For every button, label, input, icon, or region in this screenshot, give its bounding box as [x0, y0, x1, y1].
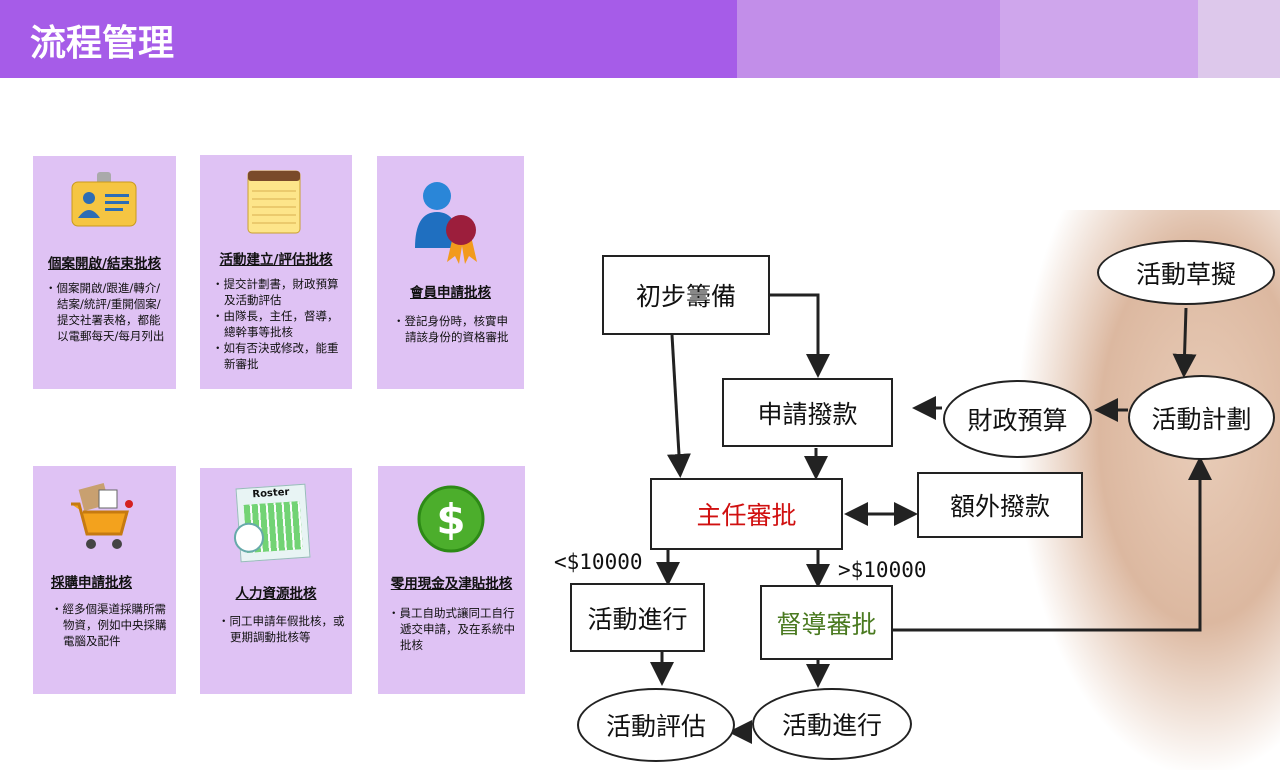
- card-item: 如有否決或修改，能重新審批: [212, 340, 348, 372]
- card-item: 登記身份時，核實申請該身份的資格審批: [393, 313, 518, 345]
- shopping-cart-icon: [71, 483, 133, 549]
- node-initial-prep[interactable]: 初步籌備: [602, 255, 770, 335]
- notepad-icon: [247, 170, 301, 234]
- card-item: 經多個渠道採購所需物資，例如中央採購電腦及配件: [51, 601, 172, 649]
- arrow-prep-apply: [770, 293, 830, 378]
- node-activity-eval[interactable]: 活動評估: [577, 688, 735, 762]
- svg-text:$: $: [436, 495, 465, 544]
- flow-arrows: [650, 293, 1212, 744]
- node-activity-run-2[interactable]: 活動進行: [752, 688, 912, 760]
- card-title: 會員申請批核: [410, 285, 491, 301]
- label-under-10000: <$10000: [554, 550, 643, 574]
- node-budget[interactable]: 財政預算: [943, 380, 1092, 458]
- card-petty-cash-approval[interactable]: $ 零用現金及津貼批核 員工自助式讓同工自行遞交申請，及在系統中批核: [378, 466, 525, 694]
- header-bar: 流程管理: [0, 0, 1280, 78]
- card-item: 提交計劃書，財政預算及活動評估: [212, 276, 348, 308]
- node-director-approval[interactable]: 主任審批: [650, 478, 843, 550]
- card-title: 零用現金及津貼批核: [390, 576, 513, 592]
- card-activity-approval[interactable]: 活動建立/評估批核 提交計劃書，財政預算及活動評估 由隊長，主任，督導，總幹事等…: [200, 155, 352, 389]
- id-card-icon: [71, 172, 137, 227]
- approval-flowchart: 初步籌備 申請撥款 主任審批 額外撥款 活動進行 督導審批 活動草擬 財政預算 …: [540, 90, 1280, 770]
- card-purchase-approval[interactable]: 採購申請批核 經多個渠道採購所需物資，例如中央採購電腦及配件: [33, 466, 176, 694]
- page-title: 流程管理: [30, 23, 175, 64]
- arrow-supervisor-plan: [893, 456, 1212, 632]
- card-title: 活動建立/評估批核: [219, 252, 333, 268]
- arrow-draft-plan: [1172, 307, 1197, 378]
- node-supervisor-approval[interactable]: 督導審批: [760, 585, 893, 660]
- card-title: 個案開啟/結束批核: [48, 256, 161, 272]
- card-item: 員工自助式讓同工自行遞交申請，及在系統中批核: [388, 605, 521, 653]
- member-award-icon: [415, 182, 477, 264]
- node-activity-draft[interactable]: 活動草擬: [1097, 240, 1275, 305]
- roster-icon: Roster: [232, 483, 311, 563]
- card-hr-approval[interactable]: Roster 人力資源批核 同工申請年假批核，或更期調動批核等: [200, 468, 352, 694]
- card-item: 同工申請年假批核，或更期調動批核等: [218, 613, 348, 645]
- card-title: 採購申請批核: [51, 575, 132, 591]
- card-member-approval[interactable]: 會員申請批核 登記身份時，核實申請該身份的資格審批: [377, 156, 524, 389]
- node-apply-funding[interactable]: 申請撥款: [722, 378, 893, 447]
- dollar-icon: $: [417, 485, 485, 553]
- node-activity-plan[interactable]: 活動計劃: [1128, 375, 1275, 460]
- node-extra-funding[interactable]: 額外撥款: [917, 472, 1083, 538]
- card-title: 人力資源批核: [235, 586, 317, 602]
- arrow-prep-director: [666, 334, 691, 478]
- card-case-approval[interactable]: 個案開啟/結束批核 個案開啟/跟進/轉介/結案/統評/重開個案/提交社署表格，都…: [33, 156, 176, 389]
- card-item: 個案開啟/跟進/轉介/結案/統評/重開個案/提交社署表格，都能以電郵每天/每月列…: [45, 280, 170, 344]
- node-activity-run-1[interactable]: 活動進行: [570, 583, 705, 652]
- card-item: 由隊長，主任，督導，總幹事等批核: [212, 308, 348, 340]
- label-over-10000: >$10000: [838, 558, 927, 582]
